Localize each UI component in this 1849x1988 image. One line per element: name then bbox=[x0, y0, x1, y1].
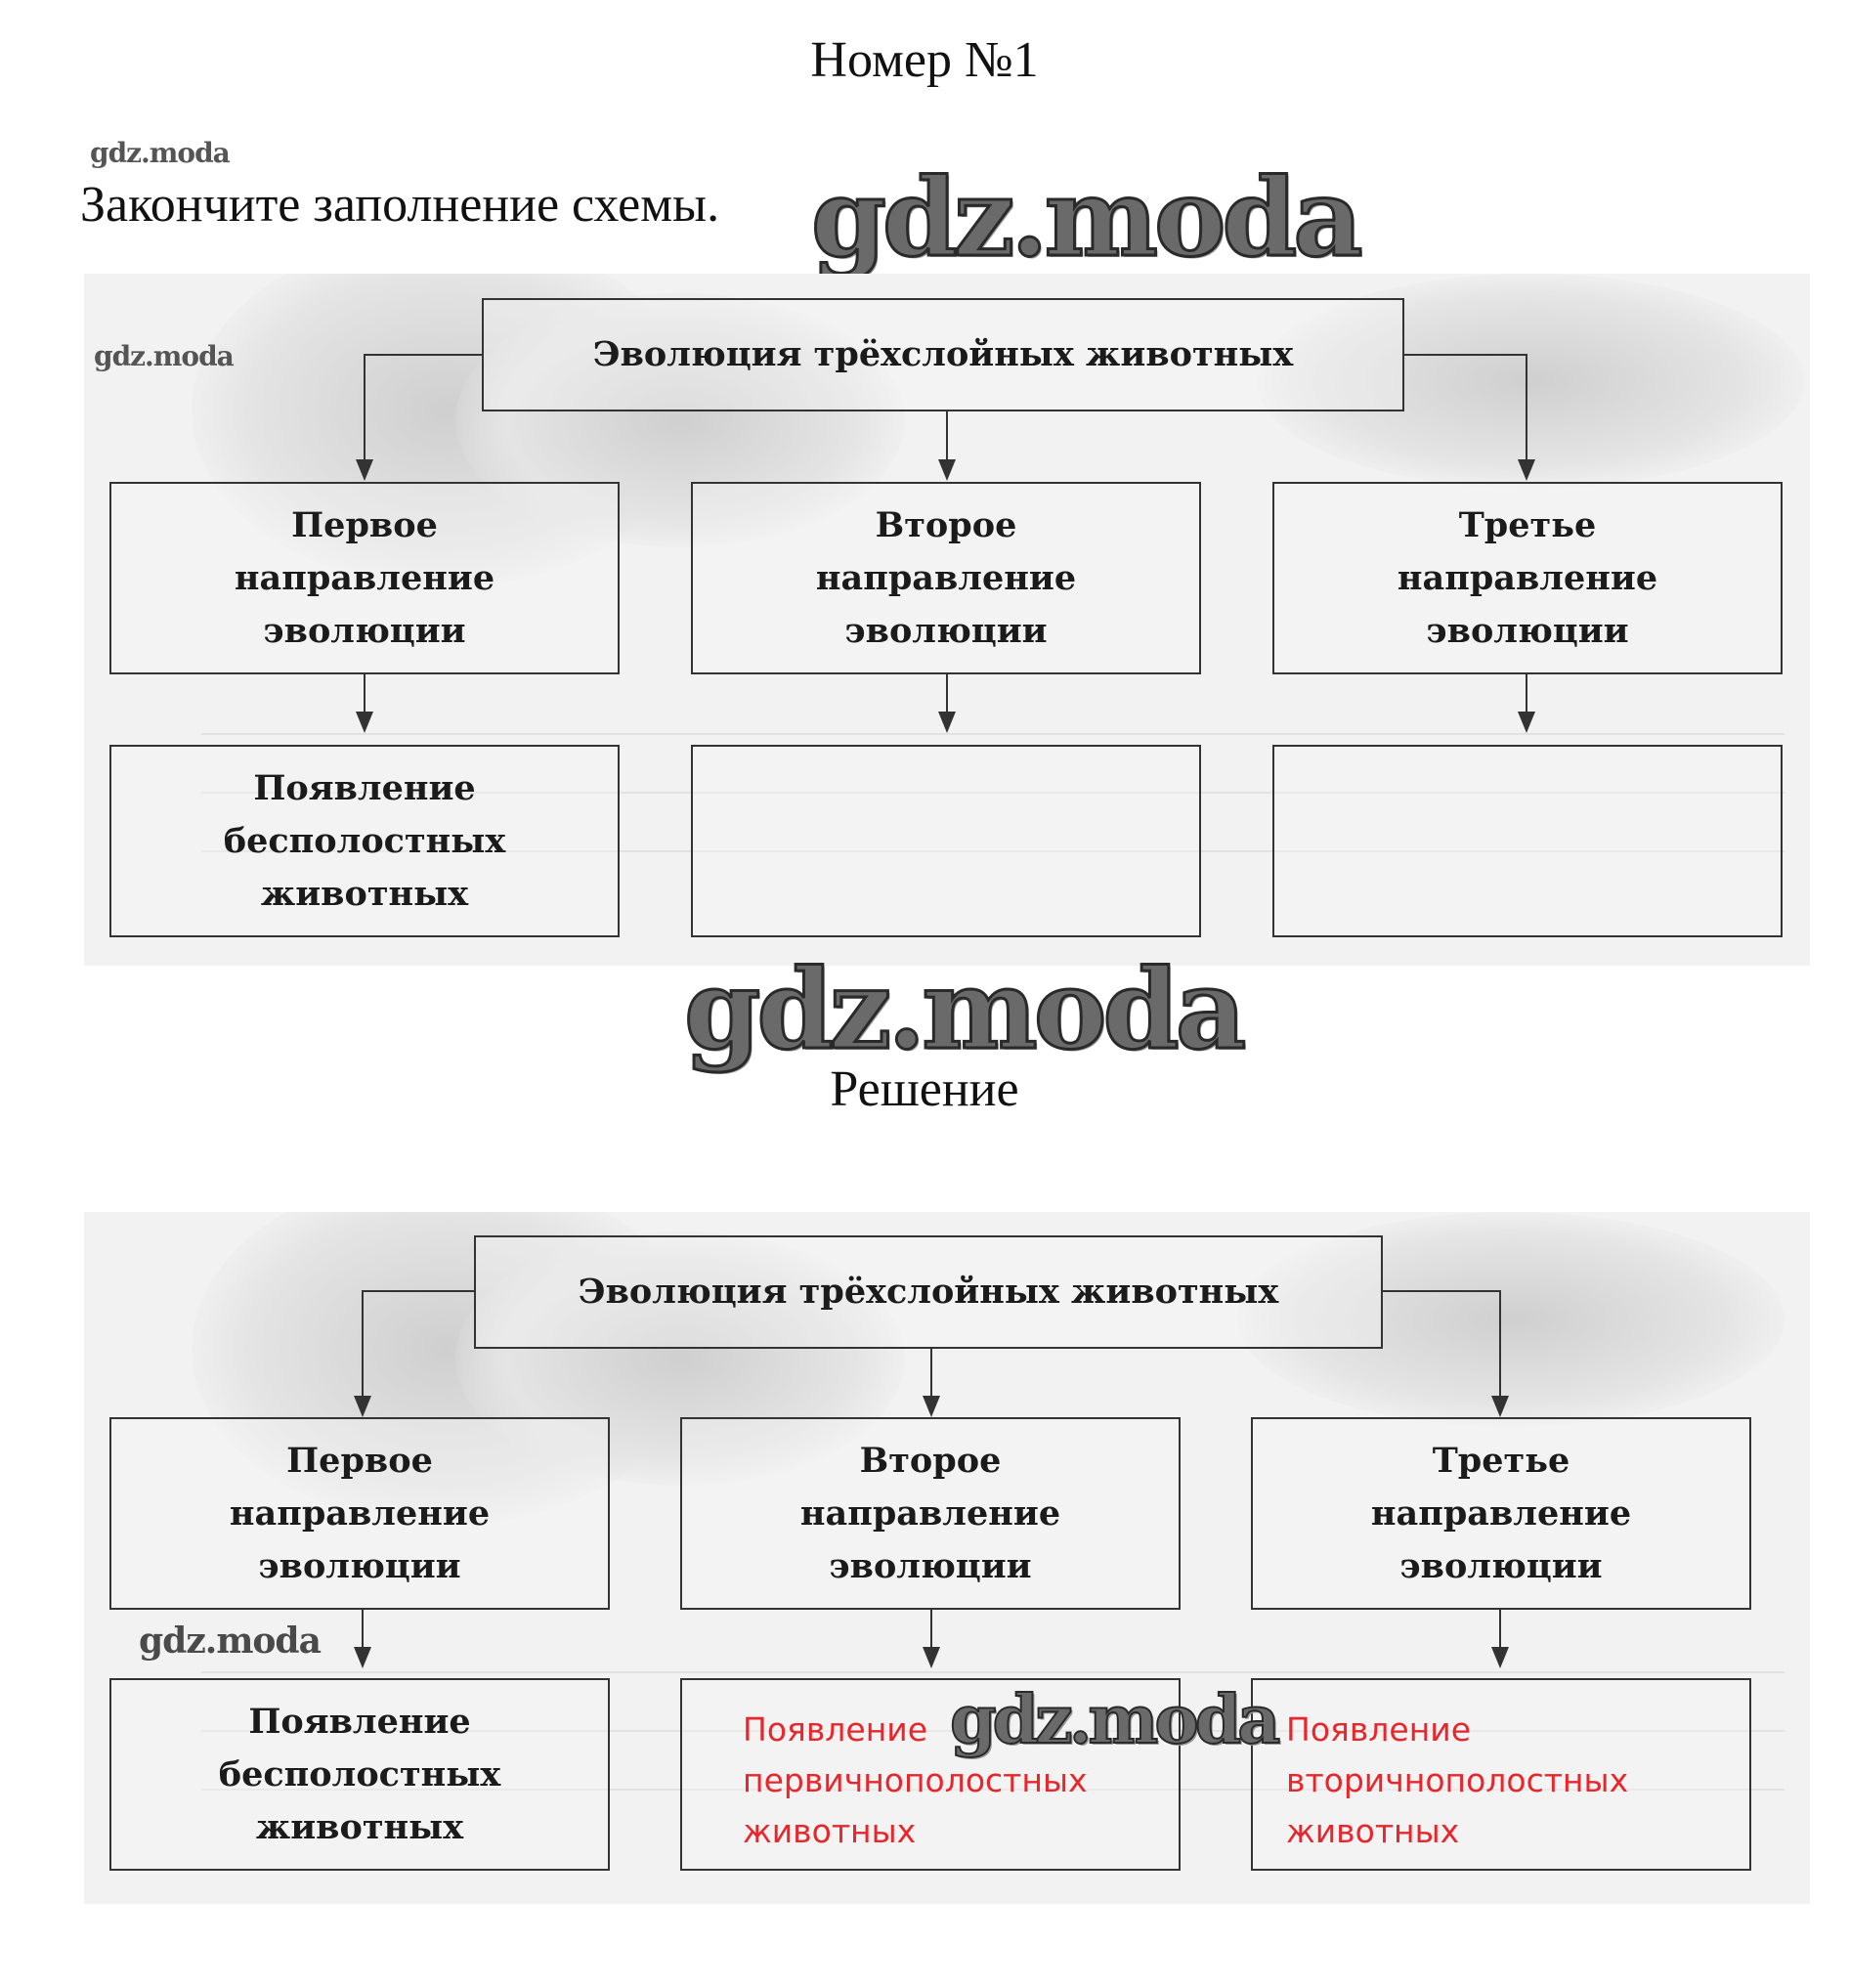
watermark-small: gdz.moda bbox=[94, 340, 235, 372]
page-title: Номер №1 bbox=[810, 32, 1039, 88]
result-1-line-1: Появление bbox=[253, 767, 476, 808]
scheme-root-label: Эволюция трёхслойных животных bbox=[592, 334, 1294, 374]
answer-third-direction: Появление вторичнополостных животных bbox=[1286, 1705, 1628, 1857]
direction-2-line-1: Второе bbox=[875, 504, 1017, 545]
solution-result-box-2 bbox=[680, 1678, 1181, 1871]
result-box-3-empty bbox=[1272, 745, 1783, 937]
solution-root-box: Эволюция трёхслойных животных bbox=[474, 1235, 1383, 1349]
direction-1-line-1: Первое bbox=[291, 504, 438, 545]
solution-result-box-1: Появление бесполостных животных bbox=[109, 1678, 610, 1871]
answer-2-line-1: Появление bbox=[743, 1710, 928, 1749]
solution-direction-1-line-1: Первое bbox=[286, 1440, 433, 1481]
task-text: Закончите заполнение схемы. bbox=[80, 177, 720, 233]
direction-3-line-2: направление bbox=[1397, 557, 1658, 598]
solution-title: Решение bbox=[830, 1061, 1019, 1117]
direction-box-2: Второе направление эволюции bbox=[691, 482, 1201, 674]
solution-result-1-line-2: бесполостных bbox=[218, 1753, 501, 1794]
result-box-2-empty bbox=[691, 745, 1201, 937]
answer-second-direction: Появление первичнополостных животных bbox=[743, 1705, 1088, 1857]
direction-box-3: Третье направление эволюции bbox=[1272, 482, 1783, 674]
direction-3-line-1: Третье bbox=[1458, 504, 1597, 545]
solution-direction-box-1: Первое направление эволюции bbox=[109, 1417, 610, 1610]
solution-direction-box-2: Второе направление эволюции bbox=[680, 1417, 1181, 1610]
solution-direction-3-line-3: эволюции bbox=[1399, 1545, 1603, 1586]
watermark-medium: gdz.moda bbox=[949, 1680, 1281, 1760]
solution-result-box-3 bbox=[1251, 1678, 1751, 1871]
solution-direction-3-line-1: Третье bbox=[1432, 1440, 1570, 1481]
answer-3-line-2: вторичнополостных bbox=[1286, 1761, 1629, 1799]
answer-2-line-2: первичнополостных bbox=[743, 1761, 1088, 1799]
result-1-line-2: бесполостных bbox=[223, 820, 506, 861]
direction-3-line-3: эволюции bbox=[1426, 610, 1629, 651]
watermark-small: gdz.moda bbox=[90, 137, 231, 169]
scheme-root-box: Эволюция трёхслойных животных bbox=[482, 298, 1404, 411]
answer-2-line-3: животных bbox=[743, 1812, 917, 1850]
direction-box-1: Первое направление эволюции bbox=[109, 482, 620, 674]
watermark-large: gdz.moda bbox=[682, 945, 1247, 1076]
solution-direction-2-line-3: эволюции bbox=[829, 1545, 1032, 1586]
solution-result-1-line-1: Появление bbox=[248, 1701, 471, 1742]
solution-result-1-line-3: животных bbox=[255, 1806, 464, 1847]
direction-1-line-3: эволюции bbox=[263, 610, 466, 651]
solution-direction-box-3: Третье направление эволюции bbox=[1251, 1417, 1751, 1610]
direction-2-line-3: эволюции bbox=[844, 610, 1048, 651]
result-box-1: Появление бесполостных животных bbox=[109, 745, 620, 937]
solution-direction-2-line-1: Второе bbox=[859, 1440, 1002, 1481]
watermark-small: gdz.moda bbox=[139, 1621, 322, 1662]
task-scheme: Эволюция трёхслойных животных Первое нап… bbox=[84, 274, 1810, 966]
solution-direction-1-line-2: направление bbox=[229, 1492, 491, 1534]
answer-3-line-3: животных bbox=[1286, 1812, 1460, 1850]
answer-3-line-1: Появление bbox=[1286, 1710, 1472, 1749]
solution-direction-2-line-2: направление bbox=[799, 1492, 1061, 1534]
direction-1-line-2: направление bbox=[234, 557, 495, 598]
direction-2-line-2: направление bbox=[815, 557, 1077, 598]
solution-scheme: Эволюция трёхслойных животных Первое нап… bbox=[84, 1212, 1810, 1904]
solution-direction-3-line-2: направление bbox=[1370, 1492, 1632, 1534]
result-1-line-3: животных bbox=[260, 873, 469, 914]
solution-direction-1-line-3: эволюции bbox=[258, 1545, 461, 1586]
watermark-large: gdz.moda bbox=[810, 153, 1365, 282]
solution-root-label: Эволюция трёхслойных животных bbox=[578, 1272, 1279, 1312]
